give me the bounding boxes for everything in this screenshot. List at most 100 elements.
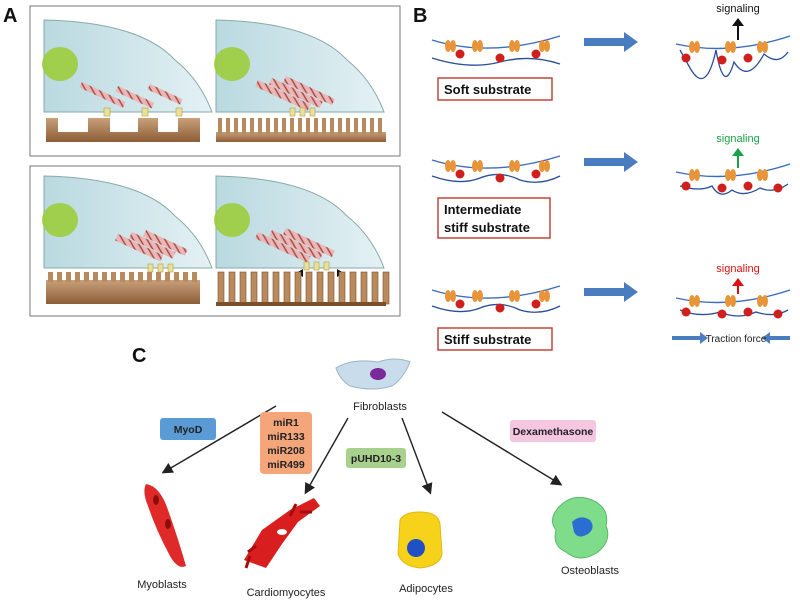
integrin-icon: [544, 160, 550, 172]
substrate-post: [298, 118, 302, 134]
substrate-post: [283, 271, 291, 305]
ligand-dot: [495, 53, 505, 63]
signaling-arrow-head-icon: [732, 278, 744, 286]
signaling-label: signaling: [716, 3, 759, 15]
integrin-icon: [477, 290, 483, 302]
substrate-post: [174, 272, 179, 282]
adipocyte-icon: [397, 511, 443, 569]
badge-mirnas: miR1 miR133 miR208 miR499: [260, 412, 312, 474]
substrate-base: [216, 302, 386, 306]
ligand-dot: [495, 303, 505, 313]
ligand-dot: [773, 309, 783, 319]
cardiomyocyte-icon: [244, 498, 320, 569]
integrin-icon: [725, 169, 731, 181]
substrate-post: [156, 272, 161, 282]
substrate-label-line: stiff substrate: [444, 220, 530, 235]
integrin-icon: [509, 290, 515, 302]
integrin-icon: [445, 160, 451, 172]
substrate-post: [57, 272, 62, 282]
substrate-fiber: [679, 49, 789, 80]
integrin-icon: [472, 160, 478, 172]
substrate-post: [306, 118, 310, 134]
integrin-icon: [762, 41, 768, 53]
substrate-dense-posts: [216, 118, 386, 142]
integrin-icon: [757, 41, 763, 53]
progression-arrow-head-icon: [624, 32, 638, 52]
integrin-icon: [472, 40, 478, 52]
badge-dexamethasone-text: Dexamethasone: [513, 426, 594, 438]
substrate-label-box: [437, 197, 551, 239]
substrate-post: [93, 272, 98, 282]
panel-label-b: B: [413, 5, 427, 27]
substrate-post: [378, 118, 382, 134]
panel-b-row-1: Soft substrate signaling: [431, 3, 791, 101]
stress-fiber-icon: [255, 76, 335, 111]
traction-arrow-left-icon: [762, 332, 790, 344]
substrate-post: [138, 272, 143, 282]
badge-dexamethasone: Dexamethasone: [510, 420, 596, 442]
substrate-post: [239, 271, 247, 305]
substrate-post: [327, 271, 335, 305]
stress-fiber-icon: [115, 230, 188, 262]
integrin-icon: [694, 295, 700, 307]
integrin-icon: [509, 160, 515, 172]
substrate-label-box: [437, 327, 553, 351]
traction-arrow-right-icon: [672, 332, 708, 344]
integrin-icon: [730, 169, 736, 181]
substrate-post: [165, 272, 170, 282]
integrin-icon: [514, 290, 520, 302]
badge-myod-text: MyoD: [174, 424, 203, 436]
traction-force: Traction force: [672, 332, 790, 345]
substrate-post: [217, 271, 225, 305]
substrate-post: [314, 118, 318, 134]
substrate-post: [274, 118, 278, 134]
substrate-post: [218, 118, 222, 134]
panel-b: Soft substratesignalingIntermediatestiff…: [431, 3, 791, 351]
cell-membrane: [431, 285, 561, 299]
substrate-post: [322, 118, 326, 134]
cell-membrane: [431, 35, 561, 49]
stress-fiber-icon: [255, 228, 335, 263]
traction-force-label: Traction force: [706, 334, 767, 345]
integrin-icon: [725, 295, 731, 307]
panel-a-top-box: [29, 5, 401, 157]
substrate-post: [261, 271, 269, 305]
panel-label-a: A: [3, 5, 17, 27]
mirna-2: miR133: [267, 431, 305, 443]
substrate-post: [360, 271, 368, 305]
cell-membrane: [431, 155, 561, 169]
substrate-label-box: [437, 77, 553, 101]
integrin-icon: [450, 160, 456, 172]
badge-myod: MyoD: [160, 418, 216, 440]
substrate-post: [75, 272, 80, 282]
substrate-post: [349, 271, 357, 305]
substrate-post: [272, 271, 280, 305]
osteoblast-icon: [552, 496, 609, 559]
integrin-icon: [725, 41, 731, 53]
ligand-dot: [743, 181, 753, 191]
substrate-post: [242, 118, 246, 134]
ligand-dot: [495, 173, 505, 183]
substrate-label-line: Soft substrate: [444, 82, 531, 97]
substrate-post: [316, 271, 324, 305]
ligand-dot: [455, 169, 465, 179]
integrin-icon: [730, 41, 736, 53]
panel-a-bottom-box: [29, 165, 401, 317]
ligand-dot: [743, 307, 753, 317]
integrin-icon: [689, 169, 695, 181]
substrate-label-line: Stiff substrate: [444, 332, 531, 347]
ligand-dot: [681, 181, 691, 191]
substrate-post: [258, 118, 262, 134]
signaling-label: signaling: [716, 133, 759, 145]
fibroblast-icon: [335, 358, 411, 390]
integrin-icon: [730, 295, 736, 307]
substrate-post: [371, 271, 379, 305]
integrin-icon: [757, 169, 763, 181]
ligand-dot: [717, 55, 727, 65]
arrow-to-osteoblasts: [441, 411, 563, 486]
integrin-icon: [694, 169, 700, 181]
integrin-icon: [757, 295, 763, 307]
nucleus-icon: [214, 47, 250, 81]
substrate-post: [226, 118, 230, 134]
